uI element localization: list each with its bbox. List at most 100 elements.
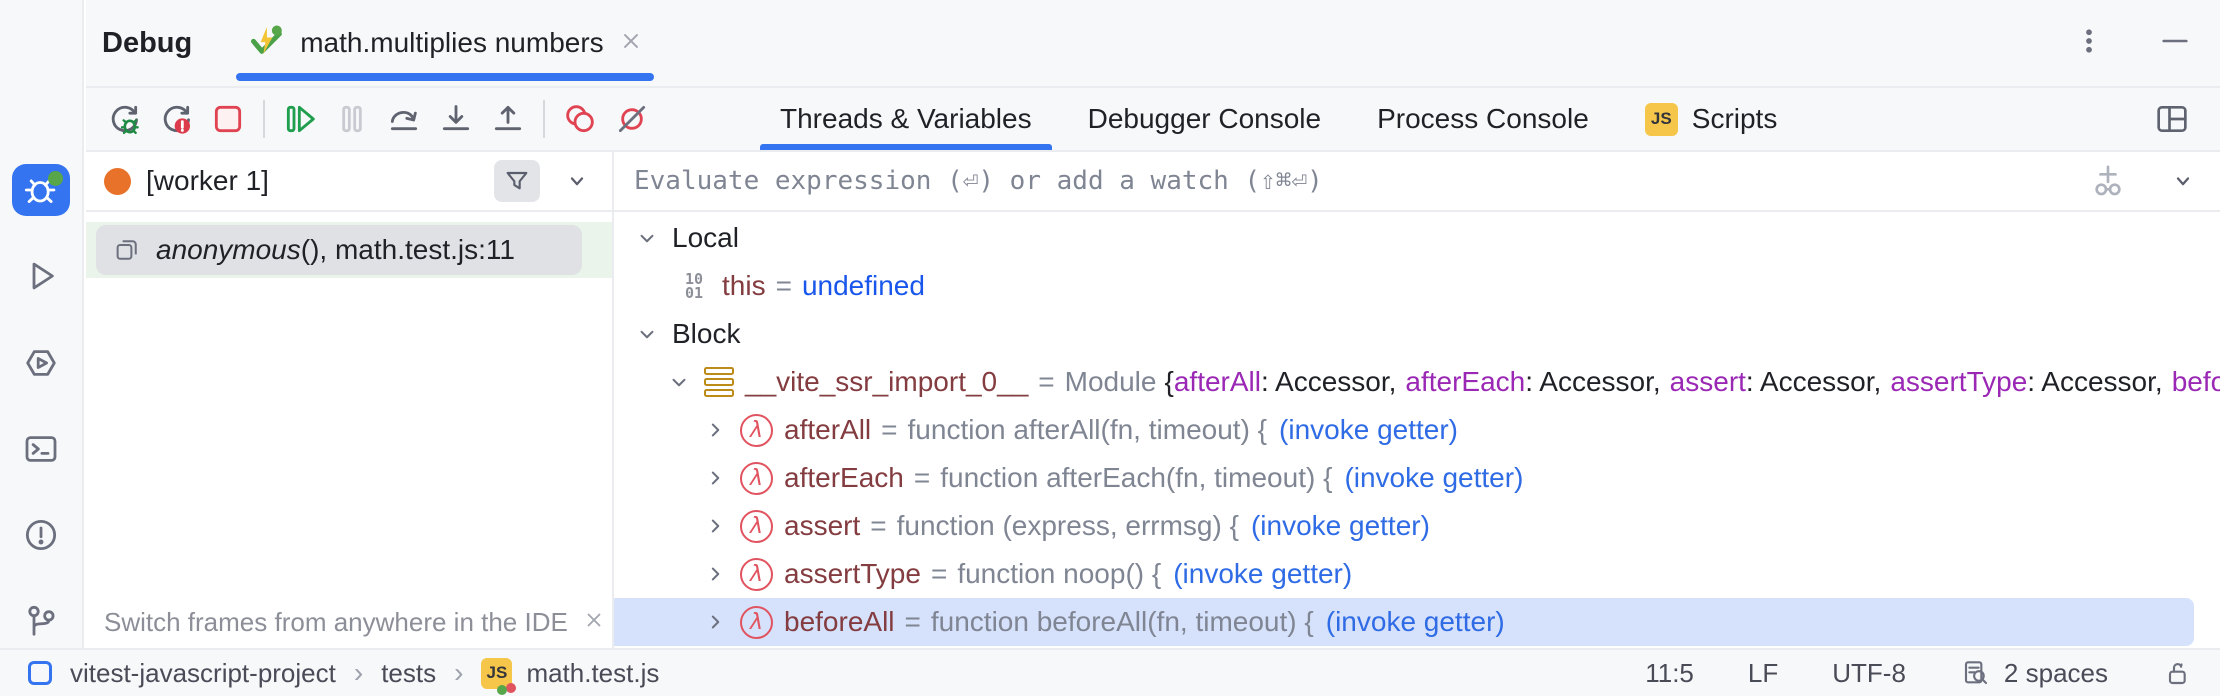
debug-header: Debug math.multiplies numbers — [86, 0, 2220, 88]
sidebar-item-version-control[interactable] — [12, 596, 70, 648]
indent-style[interactable]: 2 spaces — [1960, 657, 2108, 689]
tab-scripts[interactable]: JS Scripts — [1617, 88, 1806, 150]
lock-icon[interactable] — [2162, 657, 2194, 689]
chevron-right-icon[interactable] — [702, 513, 740, 539]
file-encoding[interactable]: UTF-8 — [1832, 657, 1906, 688]
tab-process-console[interactable]: Process Console — [1349, 88, 1617, 150]
tool-window-bar — [0, 0, 84, 648]
variables-panel: Evaluate expression (⏎) or add a watch (… — [614, 152, 2220, 648]
more-actions-button[interactable] — [658, 94, 710, 144]
thread-dropdown-chevron[interactable] — [562, 166, 592, 196]
function-signature: function afterEach(fn, timeout) { — [940, 462, 1333, 493]
invoke-getter-link[interactable]: (invoke getter) — [1325, 606, 1505, 637]
preview-key-truncated: before — [2171, 366, 2220, 397]
chevron-right-icon[interactable] — [702, 609, 740, 635]
variable-row-afterAll[interactable]: λ afterAll = function afterAll(fn, timeo… — [614, 406, 2220, 454]
chevron-right-icon[interactable] — [702, 561, 740, 587]
more-options-button[interactable] — [2074, 26, 2104, 61]
variable-name: this — [722, 270, 766, 301]
scope-label: Block — [672, 318, 741, 349]
mute-breakpoints-button[interactable] — [606, 94, 658, 144]
session-tab[interactable]: math.multiplies numbers — [236, 0, 654, 86]
expand-evaluate-chevron[interactable] — [2168, 166, 2198, 196]
rerun-button[interactable] — [98, 94, 150, 144]
selected-frame[interactable]: anonymous(), math.test.js:11 — [96, 225, 582, 275]
sidebar-item-debug[interactable] — [12, 164, 70, 217]
breadcrumb-project[interactable]: vitest-javascript-project — [70, 657, 336, 688]
variable-name: assert — [784, 510, 861, 541]
breadcrumb-file[interactable]: JS math.test.js — [481, 657, 659, 695]
js-test-file-icon: JS — [481, 657, 517, 695]
layout-settings-button[interactable] — [2146, 94, 2198, 144]
open-brace: { — [1164, 366, 1174, 397]
hide-tool-window-button[interactable] — [2158, 24, 2192, 63]
resume-button[interactable] — [274, 94, 326, 144]
sidebar-item-terminal[interactable] — [12, 423, 70, 475]
invoke-getter-link[interactable]: (invoke getter) — [1173, 558, 1353, 589]
variable-row-afterEach[interactable]: λ afterEach = function afterEach(fn, tim… — [614, 454, 2220, 502]
toolbar-separator — [543, 100, 545, 138]
chevron-down-icon[interactable] — [666, 369, 704, 395]
preview-value: : Accessor, — [2027, 366, 2163, 397]
chevron-down-icon[interactable] — [634, 321, 672, 347]
step-out-button[interactable] — [482, 94, 534, 144]
variable-name: __vite_ssr_import_0__ — [745, 366, 1029, 397]
thread-status-dot — [104, 167, 131, 195]
value-type: Module — [1064, 366, 1157, 397]
step-into-button[interactable] — [430, 94, 482, 144]
variable-row-beforeAll[interactable]: λ beforeAll = function beforeAll(fn, tim… — [614, 598, 2194, 646]
equals-sign: = — [913, 462, 931, 493]
rerun-failed-tests-button[interactable] — [150, 94, 202, 144]
close-tab-icon[interactable] — [618, 28, 644, 59]
sidebar-item-problems[interactable] — [12, 509, 70, 561]
variable-name: afterAll — [784, 414, 872, 445]
sidebar-item-services[interactable] — [12, 337, 70, 389]
step-over-button[interactable] — [378, 94, 430, 144]
chevron-right-icon[interactable] — [702, 465, 740, 491]
variable-row-assert[interactable]: λ assert = function (express, errmsg) { … — [614, 502, 2220, 550]
tool-window-title: Debug — [102, 26, 193, 59]
line-separator[interactable]: LF — [1747, 657, 1779, 688]
services-icon — [26, 350, 56, 376]
pause-button[interactable] — [326, 94, 378, 144]
dismiss-hint-icon[interactable] — [582, 608, 606, 637]
view-breakpoints-button[interactable] — [554, 94, 606, 144]
stop-button[interactable] — [202, 94, 254, 144]
function-icon: λ — [740, 605, 773, 639]
variable-name: beforeAll — [784, 606, 895, 637]
sidebar-item-run[interactable] — [12, 250, 70, 302]
invoke-getter-link[interactable]: (invoke getter) — [1279, 414, 1458, 445]
invoke-getter-link[interactable]: (invoke getter) — [1344, 462, 1524, 493]
variable-name: assertType — [784, 558, 921, 589]
status-bar: vitest-javascript-project › tests › JS m… — [0, 648, 2220, 696]
run-icon — [32, 263, 54, 290]
add-watch-icon[interactable] — [2088, 161, 2128, 201]
function-signature: function noop() { — [957, 558, 1162, 589]
scope-row-block[interactable]: Block — [614, 310, 2220, 358]
tab-threads-variables[interactable]: Threads & Variables — [752, 88, 1060, 150]
scope-row-local[interactable]: Local — [614, 214, 2220, 262]
variable-row-module[interactable]: __vite_ssr_import_0__ = Module { afterAl… — [614, 358, 2220, 406]
frames-panel: [worker 1] — [86, 152, 614, 648]
frames-hint: Switch frames from anywhere in the IDE w… — [104, 607, 606, 638]
execution-frame-row[interactable]: anonymous(), math.test.js:11 — [86, 222, 612, 278]
variable-row-assertType[interactable]: λ assertType = function noop() { (invoke… — [614, 550, 2220, 598]
breadcrumb: vitest-javascript-project › tests › JS m… — [28, 657, 659, 695]
function-icon: λ — [740, 509, 773, 543]
invoke-getter-link[interactable]: (invoke getter) — [1250, 510, 1430, 541]
function-icon: λ — [740, 461, 773, 495]
preview-value: : Accessor, — [1261, 366, 1397, 397]
tab-debugger-console[interactable]: Debugger Console — [1060, 88, 1350, 150]
evaluate-expression-input[interactable]: Evaluate expression (⏎) or add a watch (… — [634, 166, 1323, 196]
function-icon: λ — [740, 557, 773, 591]
thread-selector[interactable]: [worker 1] — [86, 152, 612, 212]
caret-position[interactable]: 11:5 — [1645, 657, 1694, 688]
chevron-right-icon[interactable] — [702, 417, 740, 443]
filter-frames-button[interactable] — [494, 160, 540, 202]
indent-label: 2 spaces — [2003, 657, 2108, 688]
breadcrumb-folder[interactable]: tests — [381, 657, 437, 688]
tab-label: Threads & Variables — [780, 103, 1032, 134]
chevron-down-icon[interactable] — [634, 225, 672, 251]
